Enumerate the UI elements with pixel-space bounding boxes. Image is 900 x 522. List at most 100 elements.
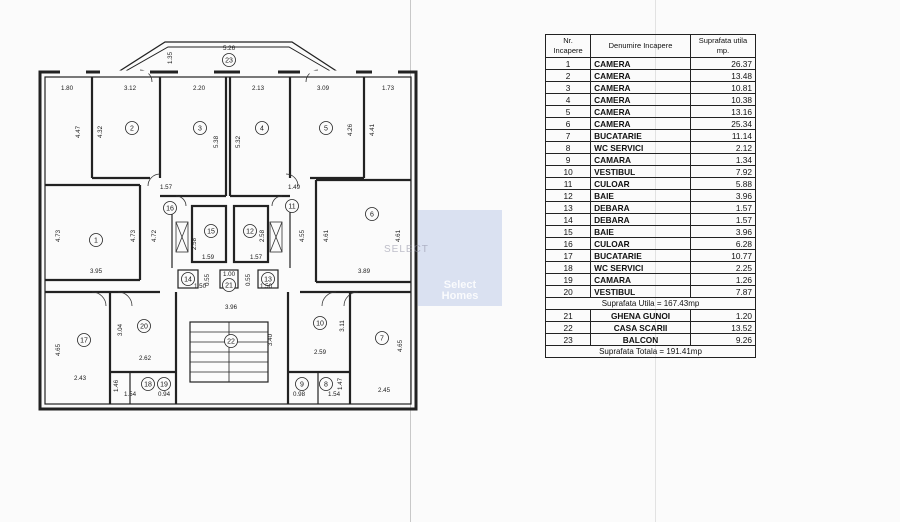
- room-name-cell: BAIE: [590, 225, 691, 238]
- room-name-cell: CULOAR: [590, 237, 691, 250]
- room-marker-number: 13: [264, 276, 272, 283]
- room-area-cell: 1.57: [689, 213, 757, 226]
- room-marker-circle: [181, 272, 195, 286]
- room-marker-number: 8: [324, 381, 328, 388]
- dim-label: 3.09: [317, 85, 330, 92]
- dim-label: 0.94: [158, 391, 171, 398]
- room-name-cell: DEBARA: [590, 201, 691, 214]
- room-name-cell: CASA SCARII: [590, 321, 691, 334]
- room-name-cell: WC SERVICI: [590, 141, 691, 154]
- room-marker-circle: [224, 334, 238, 348]
- dim-label: 4.65: [55, 343, 62, 356]
- room-number-cell: 11: [544, 177, 592, 190]
- exterior-wall: [38, 70, 418, 411]
- dim-label: 1.54: [124, 391, 137, 398]
- room-area-cell: 11.14: [689, 129, 757, 142]
- room-number-cell: 3: [544, 81, 592, 94]
- dim-label: 4.32: [97, 125, 104, 138]
- room-area-cell: 7.92: [689, 165, 757, 178]
- dim-label: 3.40: [267, 333, 274, 346]
- room-area-cell: 9.26: [689, 333, 757, 346]
- room-marker-circle: [222, 278, 236, 292]
- dim-label: 3.11: [339, 320, 346, 332]
- room-area-cell: 7.87: [689, 285, 757, 298]
- dim-label: 1.47: [337, 377, 344, 390]
- dim-label: 2.43: [74, 375, 87, 382]
- room-marker-circle: [222, 53, 236, 67]
- room-marker-number: 16: [166, 205, 174, 212]
- watermark-brand: SELECT: [384, 244, 429, 255]
- room-number-cell: 14: [544, 213, 592, 226]
- room-number-cell: 23: [544, 333, 592, 346]
- dim-label: 3.89: [358, 268, 371, 275]
- room-marker-circle: [77, 333, 91, 347]
- room-area-cell: 2.12: [689, 141, 757, 154]
- room-name-cell: BUCATARIE: [590, 249, 691, 262]
- balcony-outline: [117, 41, 339, 73]
- room-area-cell: 1.20: [689, 309, 757, 322]
- room-number-cell: 10: [544, 165, 592, 178]
- room-marker-circle: [375, 331, 389, 345]
- room-name-cell: CAMERA: [590, 117, 691, 130]
- room-area-cell: 10.77: [689, 249, 757, 262]
- dim-label: 3.96: [225, 304, 238, 311]
- room-name-cell: VESTIBUL: [590, 285, 691, 298]
- dim-label: 2.62: [139, 355, 152, 362]
- room-marker-circle: [313, 316, 327, 330]
- room-number-cell: 2: [544, 69, 592, 82]
- room-marker-circle: [285, 199, 299, 213]
- dim-label: 4.55: [299, 229, 306, 242]
- room-number-cell: 18: [544, 261, 592, 274]
- room-marker-circle: [261, 272, 275, 286]
- room-marker-number: 12: [246, 228, 254, 235]
- dim-label: 1.54: [328, 391, 341, 398]
- room-area-table: Nr. Incapere Denumire Incapere Suprafata…: [544, 34, 757, 358]
- room-name-cell: CAMERA: [590, 93, 691, 106]
- room-marker-number: 10: [316, 320, 324, 327]
- room-marker-number: 23: [225, 57, 233, 64]
- dim-label: 4.65: [397, 339, 404, 352]
- dim-label: 1.50: [194, 283, 207, 290]
- header-nr: Nr. Incapere: [544, 34, 592, 58]
- room-area-cell: 1.34: [689, 153, 757, 166]
- dim-label: 2.59: [314, 349, 327, 356]
- room-area-cell: 6.28: [689, 237, 757, 250]
- room-area-cell: 5.88: [689, 177, 757, 190]
- room-area-cell: 13.52: [689, 321, 757, 334]
- room-area-cell: 3.96: [689, 225, 757, 238]
- room-marker-number: 20: [140, 323, 148, 330]
- room-name-cell: CAMERA: [590, 69, 691, 82]
- dim-label: 1.46: [113, 379, 120, 392]
- balcony-inner: [123, 46, 333, 73]
- room-marker-number: 21: [225, 282, 233, 289]
- room-area-cell: 26.37: [689, 57, 757, 70]
- watermark-logo: SELECT Select Homes: [384, 210, 502, 306]
- room-name-cell: VESTIBUL: [590, 165, 691, 178]
- room-area-cell: 13.48: [689, 69, 757, 82]
- room-number-cell: 5: [544, 105, 592, 118]
- dim-label: 2.58: [259, 229, 266, 242]
- room-marker-number: 19: [160, 381, 168, 388]
- room-number-cell: 7: [544, 129, 592, 142]
- room-marker-number: 18: [144, 381, 152, 388]
- dim-label: 5.38: [213, 135, 220, 148]
